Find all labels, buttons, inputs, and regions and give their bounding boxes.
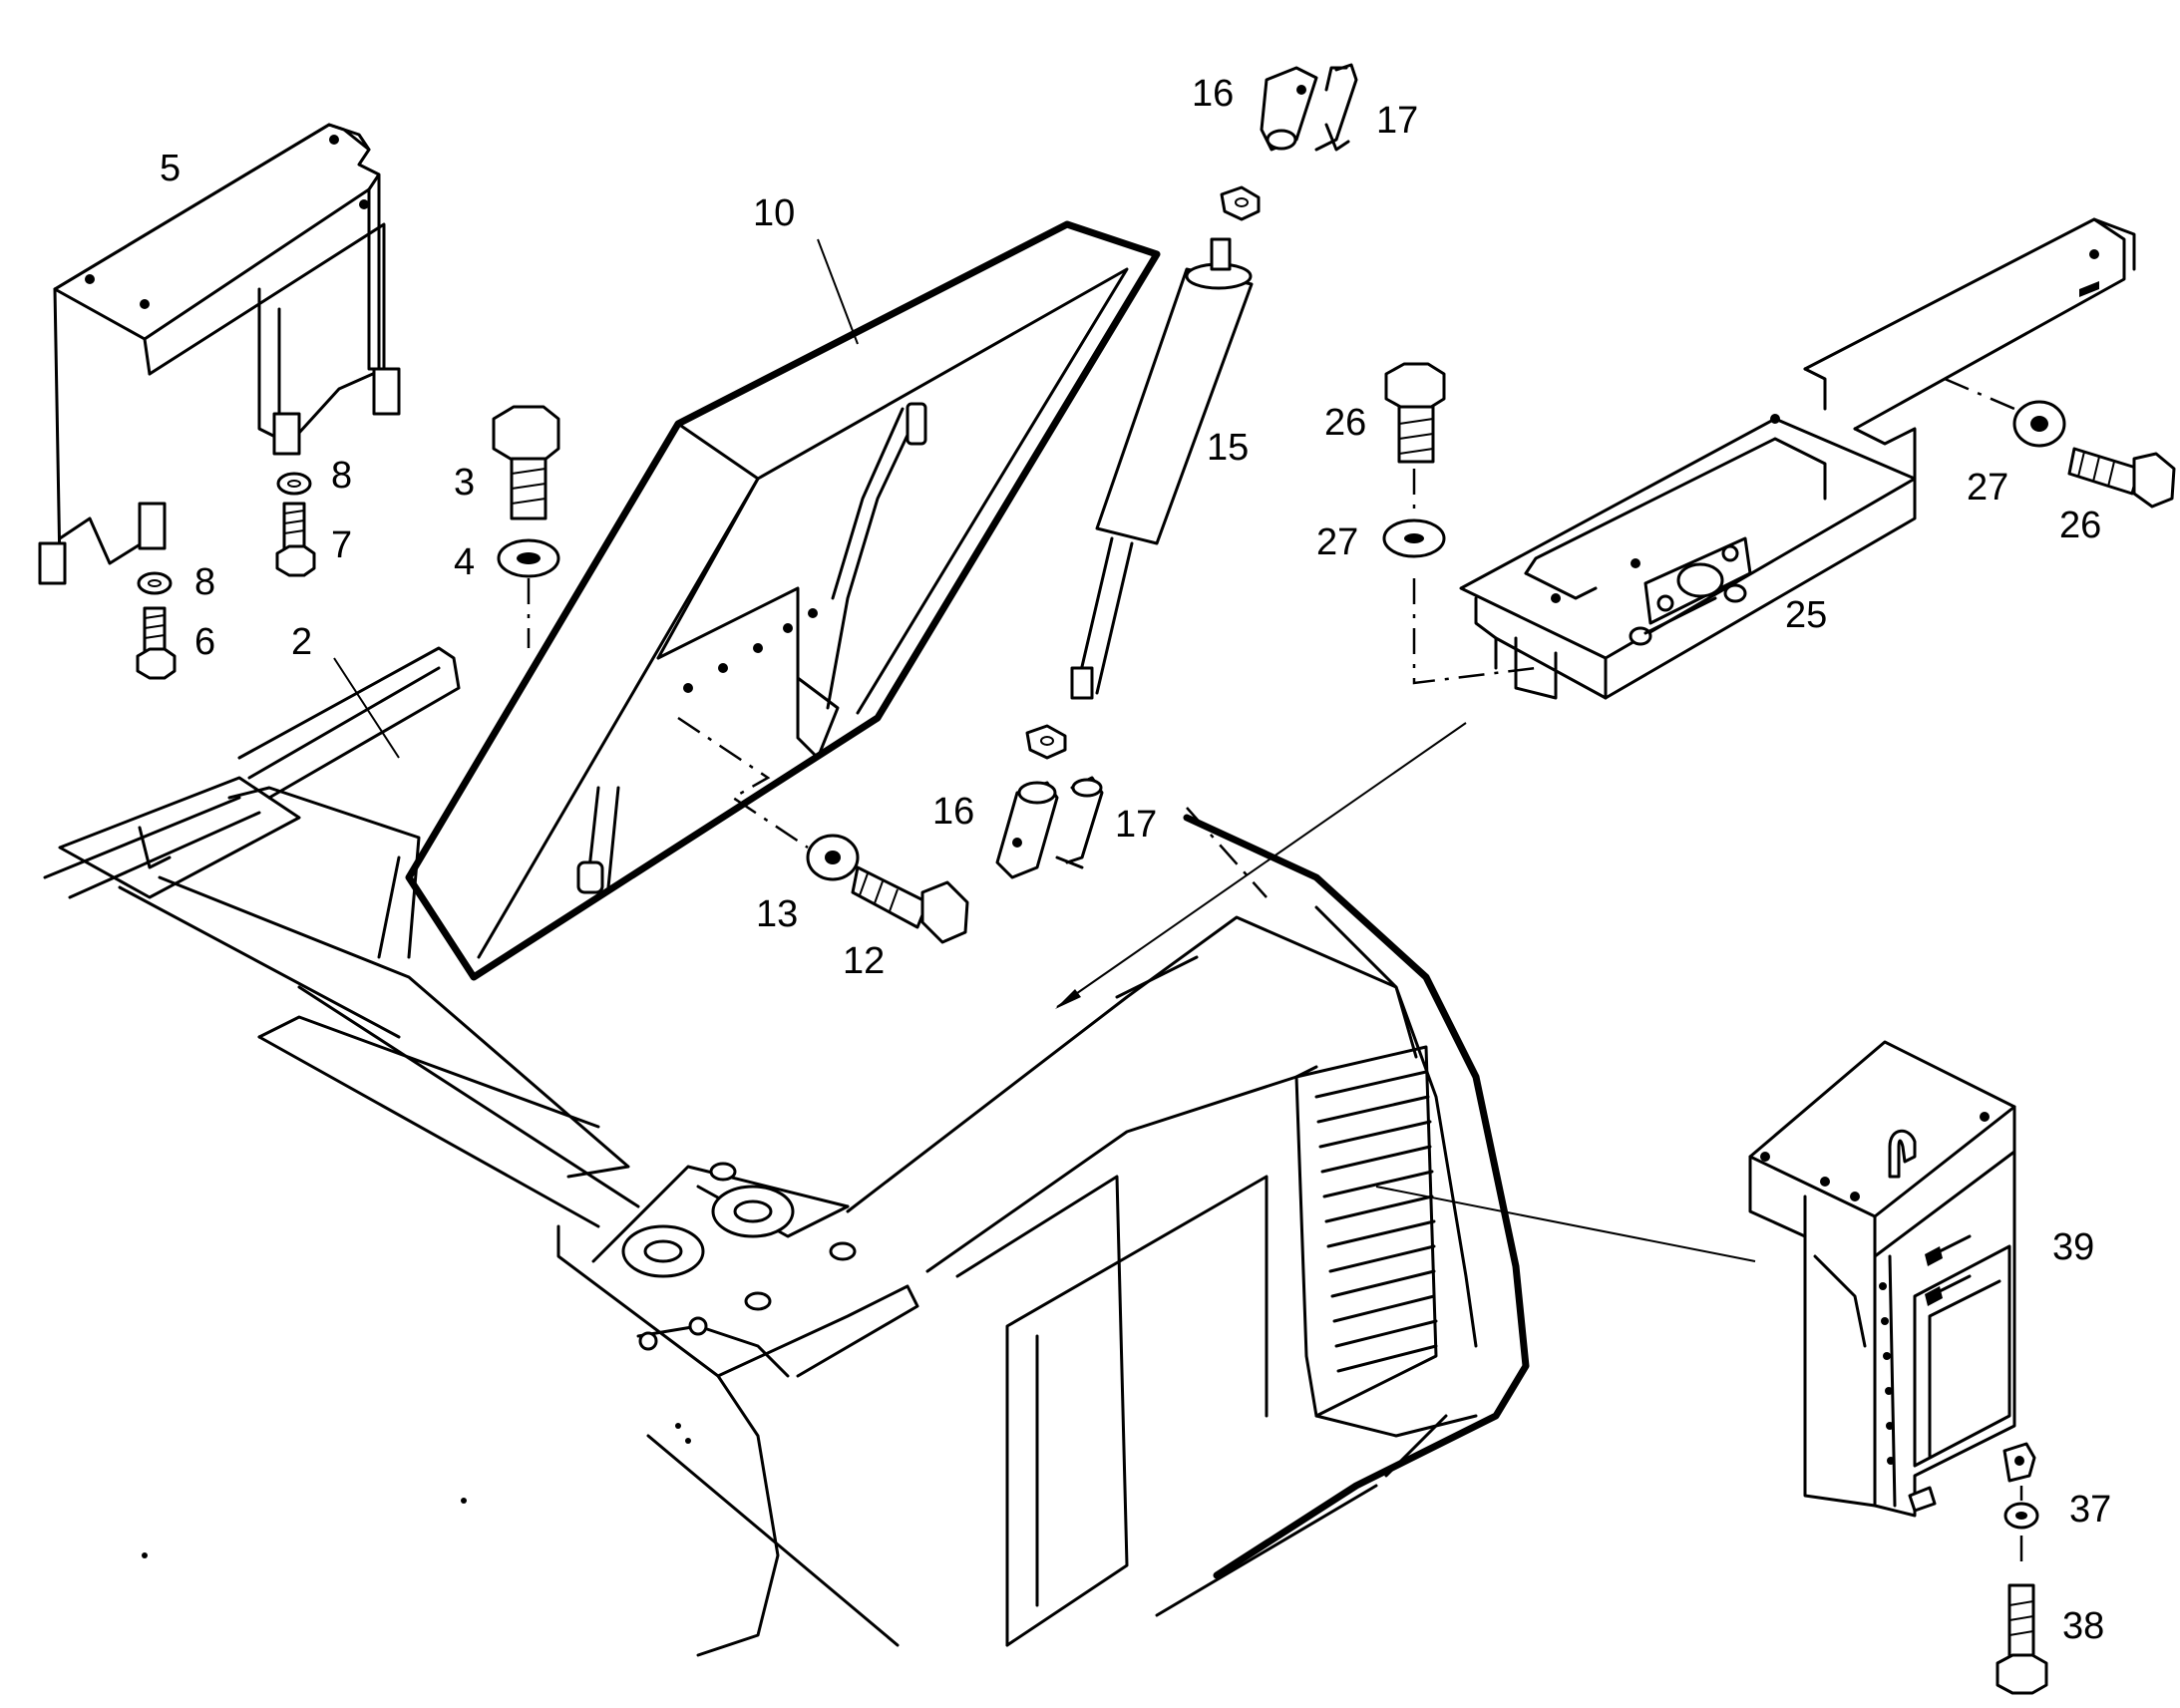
callout-7: 7 — [331, 524, 353, 566]
washer-27-left — [1382, 518, 1446, 558]
bracket-part-5 — [38, 123, 401, 585]
bolt-26-right — [2067, 447, 2176, 509]
callout-3: 3 — [454, 462, 476, 504]
callout-39: 39 — [2052, 1226, 2095, 1268]
washer-8-upper — [276, 472, 312, 496]
washer-37 — [2003, 1502, 2039, 1530]
callout-38: 38 — [2062, 1605, 2105, 1647]
leader-lines — [333, 238, 1268, 898]
bolt-3 — [492, 405, 560, 520]
callout-2: 2 — [291, 621, 313, 663]
nut-upper — [1220, 185, 1261, 221]
clevis-16-upper — [1260, 66, 1318, 152]
callout-26-left: 26 — [1324, 402, 1367, 444]
box-part-39 — [1748, 1040, 2036, 1518]
bolt-38 — [1996, 1583, 2048, 1695]
callout-6: 6 — [194, 621, 216, 663]
hood-lid-part-10 — [405, 220, 1161, 981]
bolt-7 — [275, 502, 316, 577]
clip-17-lower — [1055, 776, 1104, 869]
callout-15: 15 — [1207, 427, 1250, 469]
nut-lower — [1025, 724, 1067, 760]
washer-27-right — [2012, 400, 2066, 448]
grille — [1294, 1045, 1438, 1418]
machine-body — [43, 646, 1756, 1657]
callout-27-left: 27 — [1316, 521, 1359, 563]
callout-26-right: 26 — [2059, 505, 2102, 546]
callout-4: 4 — [454, 541, 476, 583]
clevis-16-lower — [995, 781, 1059, 879]
bolt-6 — [136, 606, 177, 680]
callout-10: 10 — [753, 192, 796, 234]
bolt-26-vertical — [1384, 362, 1446, 464]
callout-37: 37 — [2069, 1489, 2112, 1531]
callout-17-upper: 17 — [1376, 100, 1419, 142]
callout-17-lower: 17 — [1115, 804, 1158, 846]
clip-17-upper — [1314, 63, 1358, 152]
callout-5: 5 — [160, 148, 182, 189]
callout-13: 13 — [756, 893, 799, 935]
callout-16-upper: 16 — [1192, 73, 1235, 115]
callout-8-lower: 8 — [194, 561, 216, 603]
callout-27-right: 27 — [1967, 467, 2009, 509]
washer-8-lower — [137, 571, 173, 595]
gas-spring-part-15 — [1070, 237, 1254, 700]
hinge-bracket-part-25 — [1459, 217, 2136, 700]
callout-8-upper: 8 — [331, 455, 353, 497]
callout-16-lower: 16 — [932, 791, 975, 833]
callout-12: 12 — [843, 940, 886, 982]
washer-13 — [806, 834, 860, 881]
callout-25: 25 — [1785, 594, 1828, 636]
washer-4 — [497, 538, 560, 578]
bolt-12 — [851, 865, 969, 944]
